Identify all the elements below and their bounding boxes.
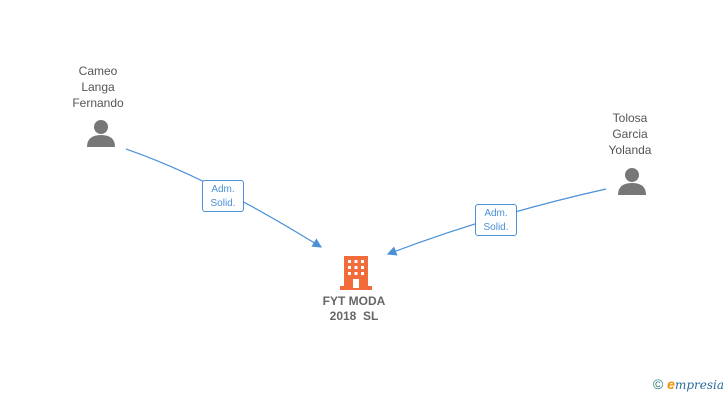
building-icon[interactable] [340, 254, 372, 290]
role-badge-cameo[interactable]: Adm. Solid. [202, 180, 244, 212]
role-badge-tolosa[interactable]: Adm. Solid. [475, 204, 517, 236]
empresia-logo: ©empresia [652, 376, 724, 392]
company-name[interactable]: FYT MODA 2018 SL [322, 294, 386, 323]
person-name-cameo[interactable]: Cameo Langa Fernando [72, 64, 124, 110]
person-icon[interactable] [86, 118, 116, 148]
person-icon[interactable] [617, 166, 647, 196]
copyright-symbol: © [652, 376, 664, 392]
person-name-tolosa[interactable]: Tolosa Garcia Yolanda [608, 111, 652, 157]
